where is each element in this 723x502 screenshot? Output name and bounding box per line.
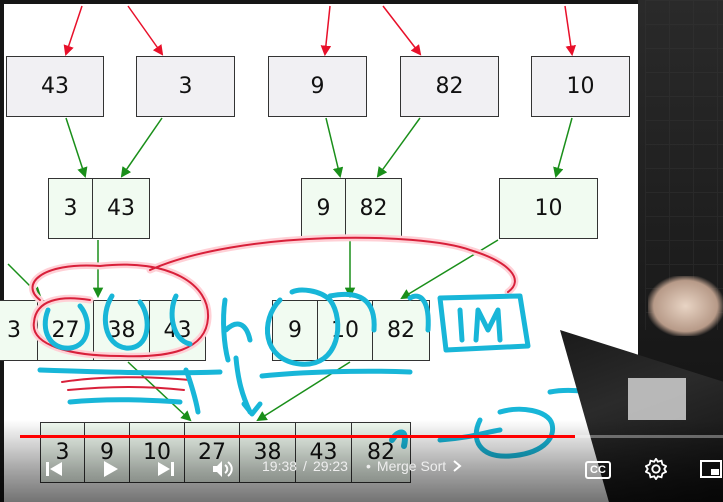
background-grid bbox=[645, 0, 723, 330]
arrow-red bbox=[320, 5, 332, 57]
leaf-box: 3 bbox=[136, 56, 235, 117]
next-button[interactable] bbox=[152, 456, 180, 482]
arrow-green bbox=[553, 117, 573, 179]
time-display: 19:38 / 29:23 bbox=[262, 458, 348, 474]
volume-icon bbox=[213, 461, 233, 477]
miniplayer-icon bbox=[699, 460, 722, 478]
merged-box: 10 bbox=[317, 300, 373, 361]
merged-box: 82 bbox=[372, 300, 430, 361]
progress-fill bbox=[20, 435, 576, 438]
merged-box: 38 bbox=[93, 300, 150, 361]
play-icon bbox=[104, 461, 118, 477]
arrow-green bbox=[325, 117, 344, 179]
play-button[interactable] bbox=[96, 456, 124, 482]
captions-icon: CC bbox=[585, 461, 611, 479]
arrow-red bbox=[127, 5, 164, 56]
merged-box: 43 bbox=[149, 300, 206, 361]
settings-button[interactable] bbox=[642, 456, 670, 482]
presenter-hand bbox=[648, 276, 723, 336]
leaf-box: 43 bbox=[6, 56, 104, 117]
volume-button[interactable] bbox=[208, 456, 238, 482]
pair-box: 3 bbox=[48, 178, 93, 239]
arrow-red bbox=[564, 5, 576, 57]
arrow-green bbox=[376, 117, 421, 178]
merged-box: 3 bbox=[0, 300, 38, 361]
arrow-green bbox=[65, 117, 88, 178]
current-time: 19:38 bbox=[262, 458, 298, 474]
merged-box: 9 bbox=[272, 300, 318, 361]
pair-box: 10 bbox=[499, 178, 598, 239]
previous-button[interactable] bbox=[40, 456, 68, 482]
merged-box: 27 bbox=[37, 300, 94, 361]
chapter-dot: • bbox=[366, 458, 371, 474]
miniplayer-button[interactable] bbox=[698, 456, 723, 482]
pair-box: 43 bbox=[92, 178, 150, 239]
time-separator: / bbox=[303, 458, 307, 474]
leaf-box: 9 bbox=[268, 56, 367, 117]
pair-box: 82 bbox=[345, 178, 402, 239]
captions-button[interactable]: CC bbox=[584, 458, 612, 482]
arrow-red bbox=[382, 5, 422, 56]
settings-icon bbox=[645, 458, 667, 480]
next-icon bbox=[158, 462, 174, 476]
chevron-right-icon bbox=[453, 460, 462, 472]
pair-box: 9 bbox=[301, 178, 346, 239]
chapter-title: Merge Sort bbox=[376, 458, 447, 474]
chapter-button[interactable]: • Merge Sort bbox=[366, 458, 462, 474]
arrow-red bbox=[63, 5, 83, 56]
laptop-screen bbox=[628, 378, 686, 420]
leaf-box: 10 bbox=[531, 56, 630, 117]
leaf-box: 82 bbox=[400, 56, 499, 117]
previous-icon bbox=[46, 462, 62, 476]
arrow-green bbox=[120, 117, 163, 178]
duration: 29:23 bbox=[312, 458, 348, 474]
